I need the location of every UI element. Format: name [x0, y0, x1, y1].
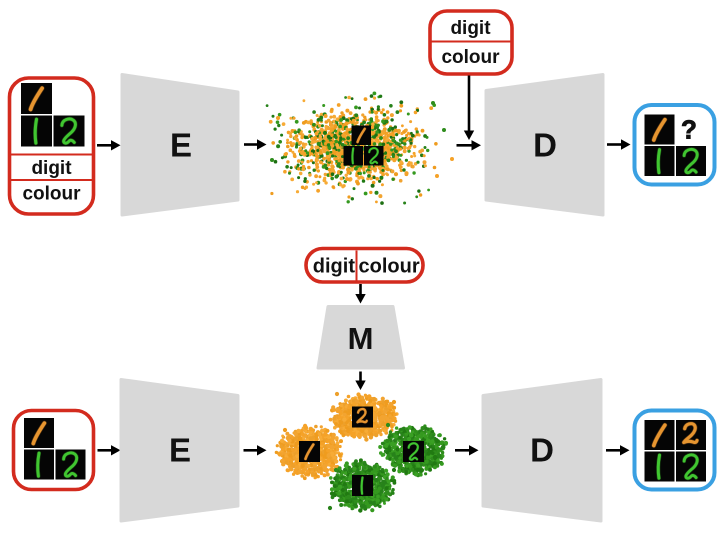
- svg-text:E: E: [170, 127, 192, 164]
- svg-text:colour: colour: [359, 256, 420, 278]
- svg-text:colour: colour: [441, 47, 500, 68]
- svg-text:digit: digit: [31, 158, 72, 179]
- svg-text:digit: digit: [313, 256, 356, 278]
- svg-text:?: ?: [681, 115, 697, 145]
- svg-text:M: M: [348, 321, 374, 356]
- svg-text:digit: digit: [450, 18, 491, 39]
- svg-text:E: E: [169, 432, 191, 469]
- svg-text:D: D: [533, 127, 557, 164]
- svg-text:D: D: [530, 432, 554, 469]
- svg-text:colour: colour: [22, 184, 81, 205]
